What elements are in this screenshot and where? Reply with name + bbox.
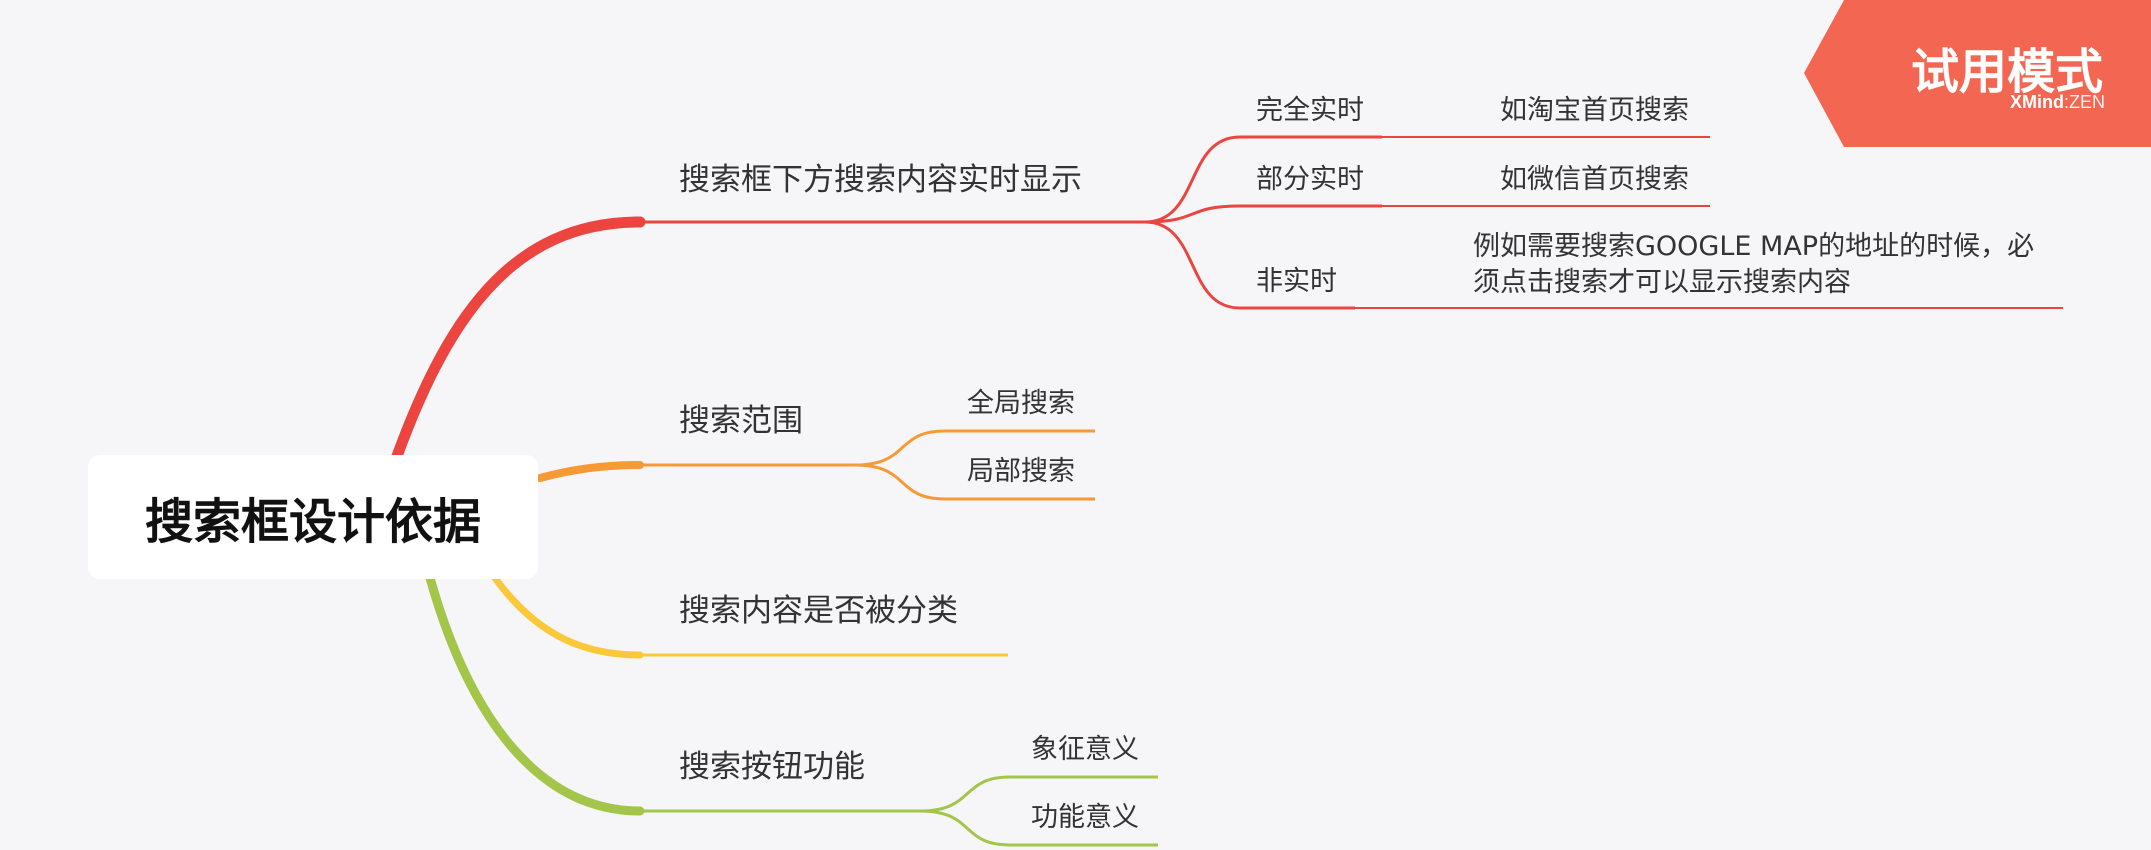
topic-branch-1[interactable]: 搜索框下方搜索内容实时显示: [679, 162, 1082, 198]
connector-1-2: [1144, 204, 1241, 224]
subtopic-1-1-1[interactable]: 如淘宝首页搜索: [1500, 95, 1689, 126]
branch-connector-green: [425, 573, 645, 816]
root-topic[interactable]: 搜索框设计依据: [88, 455, 538, 579]
watermark-brand: XMind:ZEN: [2010, 92, 2105, 113]
connector-1-1: [1144, 135, 1241, 224]
connector-1-3: [1144, 220, 1241, 310]
watermark-brand-light: ZEN: [2069, 92, 2105, 112]
branch-connector-orange: [536, 461, 644, 482]
subtopic-2-1[interactable]: 全局搜索: [967, 388, 1075, 419]
root-topic-label: 搜索框设计依据: [144, 494, 481, 550]
watermark-brand-bold: XMind: [2009, 92, 2064, 112]
subtopic-1-2-1[interactable]: 如微信首页搜索: [1500, 164, 1689, 195]
watermark-title: 试用模式: [1910, 44, 2103, 100]
connector-4-1: [919, 775, 1011, 813]
topic-branch-2[interactable]: 搜索范围: [679, 403, 803, 439]
topic-branch-4[interactable]: 搜索按钮功能: [679, 749, 865, 785]
connector-4-2: [919, 809, 1011, 847]
branch-connector-red: [386, 216, 646, 476]
subtopic-4-2[interactable]: 功能意义: [1031, 802, 1139, 833]
subtopic-4-1[interactable]: 象征意义: [1031, 734, 1139, 765]
subtopic-2-2[interactable]: 局部搜索: [967, 456, 1075, 487]
subtopic-1-3-1[interactable]: 例如需要搜索GOOGLE MAP的地址的时候，必须点击搜索才可以显示搜索内容: [1473, 231, 2035, 298]
subtopic-1-1[interactable]: 完全实时: [1256, 95, 1364, 126]
trial-mode-watermark: 试用模式 XMind:ZEN: [1804, 0, 2151, 147]
connector-2-1: [854, 429, 946, 467]
watermark-brand-separator: :: [2063, 92, 2069, 112]
connector-2-2: [854, 463, 946, 501]
watermark-banner-shape: [1804, 0, 2151, 147]
branch-connector-yellow: [491, 574, 644, 659]
subtopic-1-3[interactable]: 非实时: [1256, 266, 1337, 297]
subtopic-1-2[interactable]: 部分实时: [1256, 164, 1364, 195]
topic-branch-3[interactable]: 搜索内容是否被分类: [679, 593, 958, 629]
